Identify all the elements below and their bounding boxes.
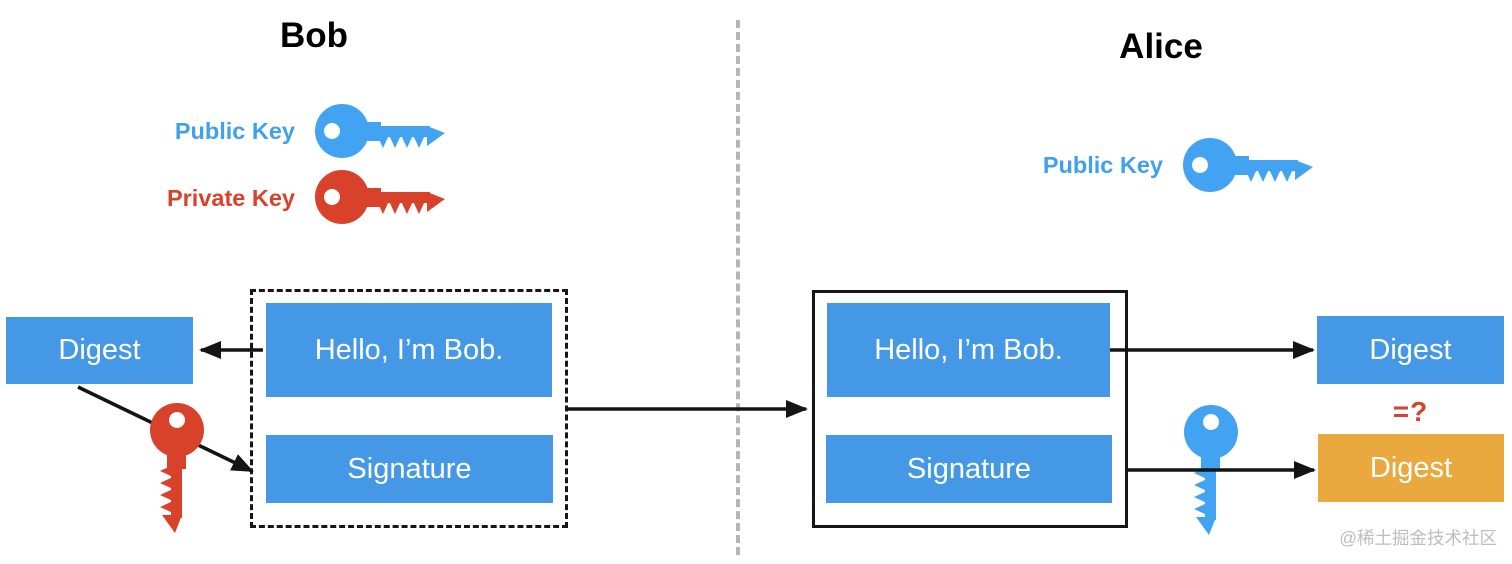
alice-digest-computed-box: Digest: [1317, 316, 1504, 384]
watermark: @稀土掘金技术社区: [1339, 528, 1497, 548]
bob-message-box: Hello, I’m Bob.: [266, 303, 552, 397]
bob-signature-label: Signature: [347, 452, 472, 485]
alice-signature-label: Signature: [906, 452, 1032, 485]
section-divider: [736, 20, 740, 555]
alice-message-label: Hello, I’m Bob.: [874, 333, 1063, 366]
alice-digest-decrypted-label: Digest: [1369, 451, 1453, 484]
bob-digest-label: Digest: [58, 334, 141, 366]
bob-private-key-icon: [315, 170, 445, 224]
bob-public-key-icon: [315, 104, 445, 158]
bob-signing-key-icon: [150, 403, 204, 533]
alice-packet-container: [812, 290, 1128, 528]
bob-private-key-label: Private Key: [166, 185, 295, 211]
digest-compare-equals: =?: [1392, 396, 1429, 427]
alice-digest-decrypted-box: Digest: [1318, 434, 1504, 502]
bob-message-label: Hello, I’m Bob.: [314, 333, 504, 366]
alice-digest-computed-label: Digest: [1369, 333, 1452, 366]
alice-message-box: Hello, I’m Bob.: [827, 303, 1110, 397]
bob-digest-box: Digest: [6, 317, 193, 384]
bob-section-title: Bob: [279, 16, 349, 55]
alice-signature-box: Signature: [826, 435, 1112, 503]
alice-verify-key-icon: [1184, 405, 1238, 535]
alice-public-key-label: Public Key: [1042, 152, 1163, 178]
bob-signature-box: Signature: [266, 435, 553, 503]
alice-section-title: Alice: [1119, 27, 1203, 66]
alice-public-key-icon: [1183, 138, 1313, 192]
bob-public-key-label: Public Key: [174, 118, 295, 144]
